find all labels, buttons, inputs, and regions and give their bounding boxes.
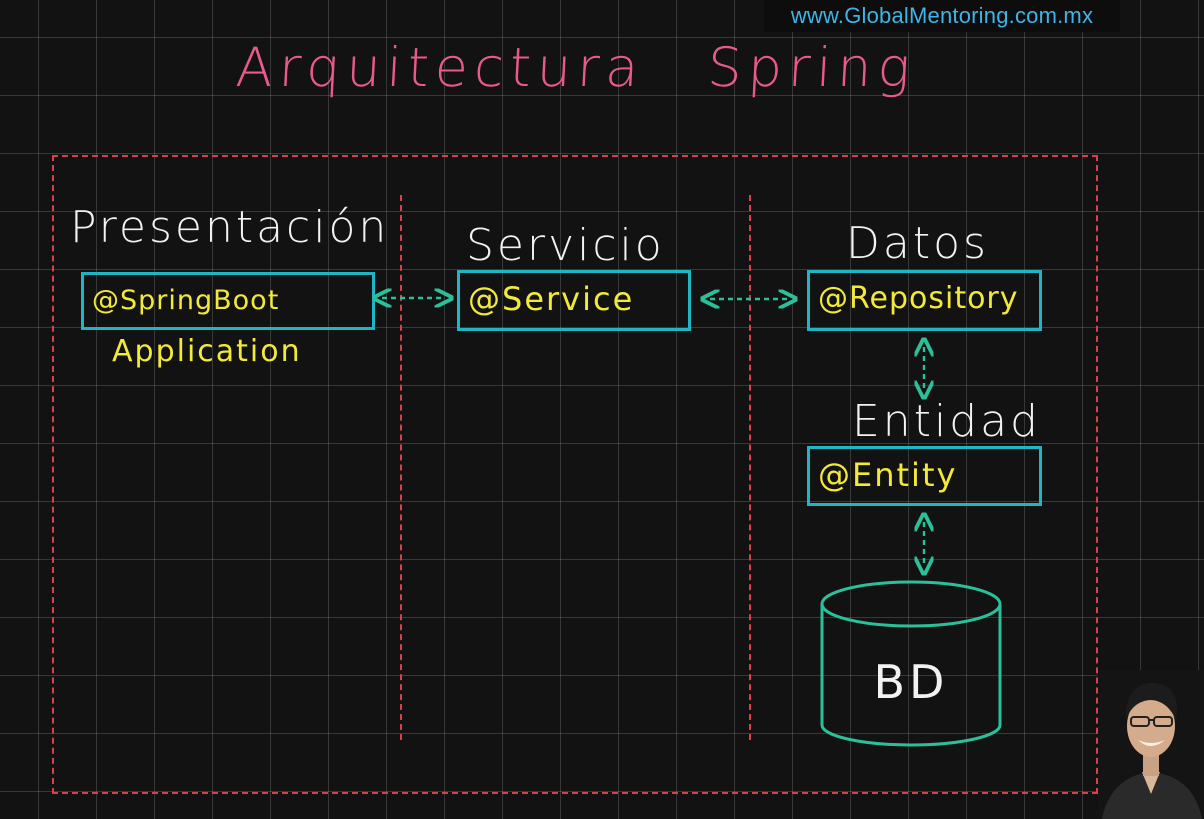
service-annotation-box: @Service bbox=[457, 270, 691, 331]
service-heading: Servicio bbox=[466, 220, 665, 271]
presentation-heading: Presentación bbox=[70, 202, 390, 253]
layer-divider-2 bbox=[749, 195, 751, 740]
repository-annotation-box: @Repository bbox=[807, 270, 1042, 331]
springboot-annotation-continued: Application bbox=[112, 334, 302, 369]
springboot-annotation-box: @SpringBoot bbox=[81, 272, 375, 330]
entity-annotation-box: @Entity bbox=[807, 446, 1042, 506]
database-label: BD bbox=[873, 655, 949, 709]
architecture-boundary bbox=[52, 155, 1098, 794]
layer-divider-1 bbox=[400, 195, 402, 740]
website-watermark: www.GlobalMentoring.com.mx bbox=[764, 0, 1120, 32]
database-cylinder-icon bbox=[820, 580, 1002, 747]
entity-heading: Entidad bbox=[852, 396, 1041, 447]
presenter-photo-icon bbox=[1098, 670, 1204, 819]
data-heading: Datos bbox=[846, 218, 989, 269]
